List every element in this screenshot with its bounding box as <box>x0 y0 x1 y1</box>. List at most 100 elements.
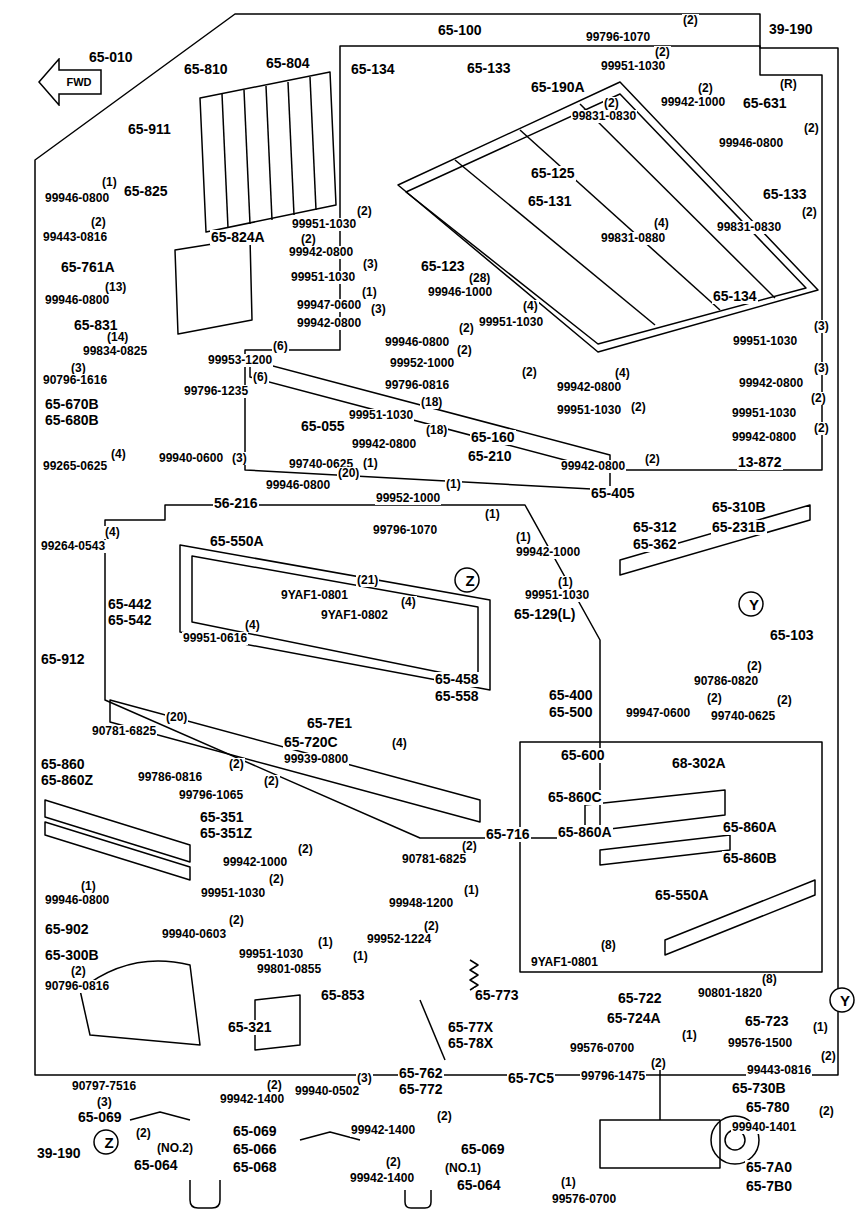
callout-number: 90796-1616 <box>42 374 108 387</box>
callout-number: (2) <box>644 453 661 466</box>
callout-number: 99942-0800 <box>351 438 417 451</box>
part-number: 65-77X <box>447 1020 494 1035</box>
callout-number: (3) <box>370 303 387 316</box>
part-number: 65-064 <box>456 1178 502 1193</box>
callout-number: (1) <box>317 936 334 949</box>
part-number: 65-500 <box>548 705 594 720</box>
callout-number: (1) <box>681 1029 698 1042</box>
callout-number: 99942-0800 <box>288 246 354 259</box>
part-number: 65-064 <box>133 1158 179 1173</box>
callout-number: (1) <box>361 286 378 299</box>
callout-number: (2) <box>803 122 820 135</box>
part-number: 65-310B <box>711 500 767 515</box>
part-number: 65-78X <box>447 1036 494 1051</box>
callout-number: 99265-0625 <box>42 460 108 473</box>
callout-number: 99951-1030 <box>600 60 666 73</box>
part-number: 65-312 <box>632 520 678 535</box>
part-number: 65-722 <box>617 991 663 1006</box>
callout-number: 99443-0816 <box>746 1064 812 1077</box>
callout-number: 99942-0800 <box>738 377 804 390</box>
callout-number: (2) <box>746 660 763 673</box>
part-number: 65-724A <box>606 1011 662 1026</box>
part-number: 56-216 <box>213 496 259 511</box>
callout-number: (1) <box>812 1021 829 1034</box>
callout-number: 90796-0816 <box>44 980 110 993</box>
callout-number: 9YAF1-0802 <box>320 609 389 622</box>
part-number: 39-190 <box>768 22 814 37</box>
callout-number: (3) <box>362 258 379 271</box>
callout-number: (2) <box>820 1050 837 1063</box>
callout-number: 90781-6825 <box>91 725 157 738</box>
callout-number: 99951-1030 <box>524 589 590 602</box>
callout-number: 90781-6825 <box>401 853 467 866</box>
reference-circle: Y <box>829 987 861 1013</box>
callout-number: (4) <box>391 737 408 750</box>
callout-number: 99831-0830 <box>716 221 782 234</box>
callout-number: 99576-1500 <box>727 1037 793 1050</box>
part-number: 65-351 <box>199 810 245 825</box>
part-number: 65-716 <box>485 827 531 842</box>
callout-number: 99951-1030 <box>348 409 414 422</box>
callout-number: (2) <box>630 401 647 414</box>
callout-number: (18) <box>420 396 443 409</box>
callout-number: 99947-0600 <box>296 299 362 312</box>
callout-number: (2) <box>521 366 538 379</box>
callout-number: (4) <box>614 367 631 380</box>
callout-number: 99946-0800 <box>265 479 331 492</box>
callout-number: (20) <box>165 711 188 724</box>
callout-number: 99796-1235 <box>183 385 249 398</box>
callout-number: 99831-0880 <box>600 232 666 245</box>
callout-number: 99942-0800 <box>296 317 362 330</box>
part-number: 65-860B <box>722 851 778 866</box>
callout-number: 99796-1070 <box>372 524 438 537</box>
part-number: 65-068 <box>232 1160 278 1175</box>
part-number: 65-723 <box>744 1014 790 1029</box>
reference-circle: Y <box>738 591 770 617</box>
callout-number: 99947-0600 <box>625 707 691 720</box>
reference-letter: Y <box>738 591 770 617</box>
part-number: 68-302A <box>671 756 727 771</box>
callout-number: 99740-0625 <box>710 710 776 723</box>
callout-number: 99801-0855 <box>256 963 322 976</box>
headboard <box>175 72 336 334</box>
callout-number: 99951-1030 <box>291 218 357 231</box>
gate-board <box>110 700 815 955</box>
part-number: 65-911 <box>127 122 172 137</box>
part-number: 65-400 <box>548 688 594 703</box>
callout-number: (6) <box>252 371 269 384</box>
callout-number: (3) <box>813 362 830 375</box>
reference-circle: Z <box>93 1129 125 1155</box>
callout-number: 99953-1200 <box>207 354 273 367</box>
callout-number: 99576-0700 <box>551 1193 617 1206</box>
callout-number: (4) <box>110 448 127 461</box>
callout-number: (2) <box>801 206 818 219</box>
callout-number: 99946-1000 <box>427 286 493 299</box>
part-number: 65-362 <box>632 537 678 552</box>
part-number: 65-321 <box>227 1020 273 1035</box>
part-number: 65-103 <box>769 628 815 643</box>
callout-number: (6) <box>272 340 289 353</box>
callout-number: (20) <box>337 467 360 480</box>
part-number: 65-762 <box>398 1066 444 1081</box>
bumper <box>45 800 190 880</box>
callout-number: 99951-1030 <box>556 404 622 417</box>
part-number: 65-231B <box>711 520 767 535</box>
callout-number: (2) <box>70 965 87 978</box>
callout-number: 99834-0825 <box>82 345 148 358</box>
reference-circle: Z <box>454 567 486 593</box>
callout-number: (3) <box>231 452 248 465</box>
callout-number: 99940-0603 <box>161 928 227 941</box>
callout-number: 99951-1030 <box>732 335 798 348</box>
callout-number: (2) <box>697 82 714 95</box>
callout-number: (2) <box>456 344 473 357</box>
callout-number: (2) <box>263 775 280 788</box>
group-outline <box>520 742 822 972</box>
callout-number: (2) <box>813 422 830 435</box>
callout-number: 99942-1000 <box>222 856 288 869</box>
callout-number: (1) <box>101 176 118 189</box>
callout-number: (1) <box>557 576 574 589</box>
part-number: 65-670B <box>44 397 100 412</box>
part-number: 65-860 <box>40 757 86 772</box>
callout-number: (4) <box>522 300 539 313</box>
callout-number: 99796-0816 <box>384 379 450 392</box>
